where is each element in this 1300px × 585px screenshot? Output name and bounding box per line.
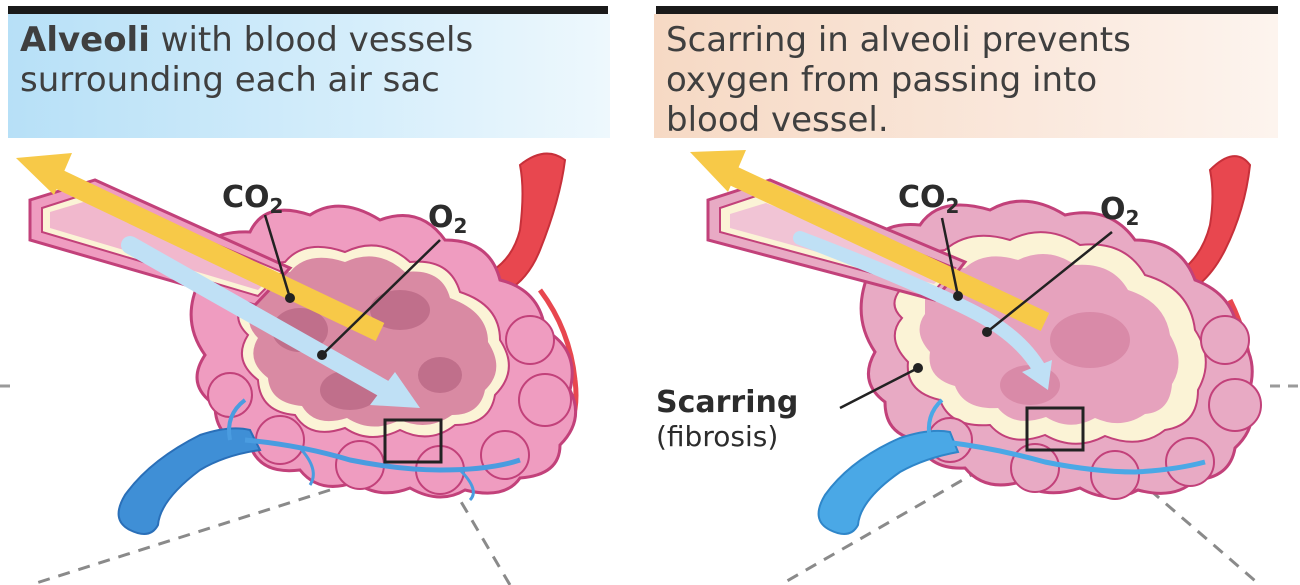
- zoom-line: [30, 490, 330, 585]
- o2-label-text: O: [428, 200, 454, 235]
- alveolus-bump: [506, 316, 554, 364]
- alveolus-bump: [1209, 379, 1261, 431]
- alveolus-bump: [208, 373, 252, 417]
- co2-label-text: CO: [222, 180, 270, 215]
- scarring-leader-dot: [913, 363, 923, 373]
- o2-subscript: 2: [1126, 206, 1140, 230]
- vein: [819, 431, 958, 534]
- co2-label: CO2: [898, 180, 959, 218]
- co2-subscript: 2: [946, 194, 960, 218]
- scarring-annotation: Scarring (fibrosis): [656, 386, 798, 454]
- o2-leader-dot: [317, 350, 327, 360]
- co2-label-text: CO: [898, 180, 946, 215]
- scarred-alveoli-panel: Scarring in alveoli prevents oxygen from…: [650, 0, 1300, 585]
- fibrosis-label: (fibrosis): [656, 420, 798, 454]
- alveolar-shading: [418, 357, 462, 393]
- alveolar-shading: [1050, 312, 1130, 368]
- alveolus-bump: [1091, 451, 1139, 499]
- alveolus-bump: [481, 431, 529, 479]
- healthy-alveoli-panel: Alveoli with blood vessels surrounding e…: [0, 0, 640, 585]
- o2-label: O2: [1100, 192, 1139, 230]
- o2-label: O2: [428, 200, 467, 238]
- scarring-label: Scarring: [656, 386, 798, 420]
- co2-leader-dot: [953, 291, 963, 301]
- healthy-alveoli-illustration: [0, 0, 640, 585]
- o2-label-text: O: [1100, 192, 1126, 227]
- o2-subscript: 2: [454, 214, 468, 238]
- o2-leader-dot: [982, 327, 992, 337]
- alveolus-bump: [519, 374, 571, 426]
- zoom-line: [1150, 490, 1260, 585]
- scarred-alveoli-illustration: [650, 0, 1300, 585]
- alveolus-bump: [1201, 316, 1249, 364]
- co2-subscript: 2: [270, 194, 284, 218]
- co2-leader-dot: [285, 293, 295, 303]
- co2-label: CO2: [222, 180, 283, 218]
- alveolus-bump: [1166, 438, 1214, 486]
